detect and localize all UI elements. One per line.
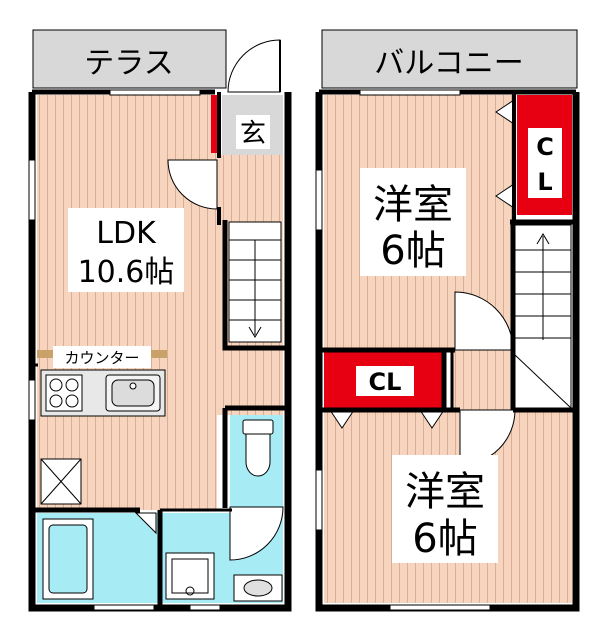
closet-top-label-bg xyxy=(528,128,562,198)
balcony xyxy=(321,29,578,89)
entrance-red-bar xyxy=(211,95,220,153)
hall2-floor xyxy=(452,350,514,410)
bathtub-icon xyxy=(42,518,94,600)
closet-mid-label-bg xyxy=(356,366,414,396)
sink-icon xyxy=(105,374,161,412)
entrance-label: 玄 xyxy=(240,119,266,149)
room1-name: 洋室 xyxy=(373,182,453,228)
washer-pan-icon xyxy=(165,552,215,600)
entry-door xyxy=(227,39,281,93)
counter-label-bg xyxy=(53,346,151,368)
terrace-label: テラス xyxy=(84,46,173,81)
terrace xyxy=(32,29,227,89)
balcony-label: バルコニー xyxy=(374,46,523,81)
toilet-icon xyxy=(242,419,274,477)
floor-1: テラス 玄 カウンター xyxy=(28,29,292,612)
washbasin-icon xyxy=(233,574,283,602)
closet-mid-label: CL xyxy=(369,368,402,396)
ldk-floor xyxy=(37,95,217,510)
closet-top-line2: L xyxy=(537,168,552,196)
closet-top-line1: C xyxy=(536,133,554,161)
floor-2: バルコニー C L CL xyxy=(315,29,580,612)
ldk-size: 10.6帖 xyxy=(78,255,175,290)
room2-size: 6帖 xyxy=(412,516,477,562)
windows-floor2 xyxy=(315,89,491,611)
windows-floor1 xyxy=(28,89,221,611)
stairs-floor1 xyxy=(228,221,282,343)
entrance-label-bg xyxy=(236,115,270,149)
room1-size: 6帖 xyxy=(380,228,445,274)
stove-icon xyxy=(45,374,83,412)
ldk-label-bg xyxy=(68,208,184,292)
bath-door xyxy=(229,506,284,561)
ldk-door xyxy=(167,159,218,210)
room2-name: 洋室 xyxy=(405,469,485,515)
kitchen xyxy=(40,369,166,417)
counter-label: カウンター xyxy=(64,349,139,367)
storage-box xyxy=(40,458,82,505)
ldk-name: LDK xyxy=(96,216,157,251)
room1-label-bg xyxy=(360,168,466,276)
room2-label-bg xyxy=(392,455,498,563)
stairs-floor2 xyxy=(514,224,572,409)
